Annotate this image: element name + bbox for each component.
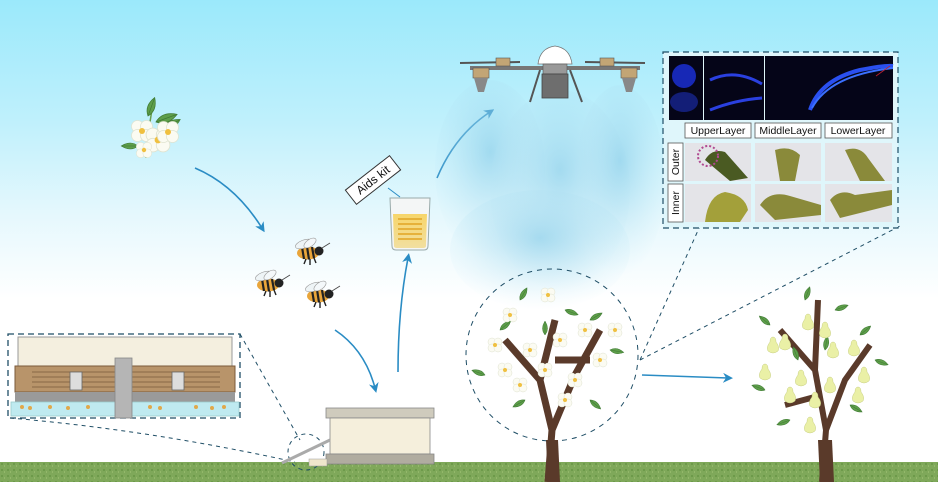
col-header-upper-label: UpperLayer — [691, 125, 746, 137]
honeybee-3 — [303, 278, 342, 310]
col-header-middle — [754, 122, 822, 139]
zoom-connector — [639, 225, 901, 361]
fluorescence-image-row — [669, 56, 894, 120]
pear-blossom-illustration — [120, 96, 183, 159]
honeybee-group — [253, 235, 342, 310]
col-header-lower-label: LowerLayer — [831, 125, 886, 137]
hive-entrance-highlight — [287, 433, 325, 471]
beehive — [281, 407, 435, 467]
col-header-middle-label: MiddleLayer — [759, 125, 817, 137]
hive-dispenser-inset — [7, 333, 241, 419]
spray-drone — [459, 45, 646, 103]
arrow-flower-to-bees — [194, 167, 265, 233]
row-header-inner-label: Inner — [670, 191, 682, 215]
arrow-bees-to-hive — [334, 329, 379, 393]
fruiting-tree — [750, 285, 890, 482]
row-header-outer — [667, 142, 684, 182]
ground-grass — [0, 462, 938, 482]
honeybee-2 — [253, 267, 292, 299]
flowering-tree — [465, 268, 639, 482]
row-header-inner — [667, 183, 684, 223]
microscopy-panel: UpperLayer MiddleLayer LowerLayer Outer … — [662, 51, 899, 229]
hive-inset-connector — [9, 333, 301, 463]
col-header-upper — [684, 122, 752, 139]
aids-kit-beaker — [389, 197, 431, 251]
spray-mist — [435, 80, 665, 310]
honeybee-1 — [293, 235, 332, 267]
aids-kit-label-box: Aids kit — [344, 154, 402, 206]
col-header-lower — [824, 122, 893, 139]
arrow-hive-to-aids-kit — [397, 253, 412, 373]
row-header-outer-label: Outer — [670, 148, 682, 175]
stigma-image-grid — [685, 143, 892, 222]
arrow-bloom-to-fruit — [641, 372, 733, 383]
